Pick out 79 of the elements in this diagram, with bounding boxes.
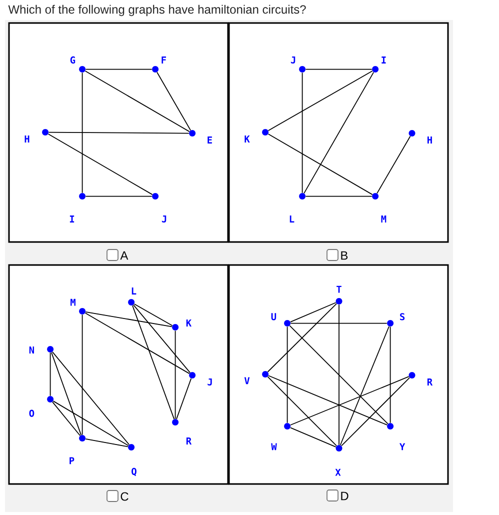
edge-line [156,72,192,131]
edge-line [82,314,83,436]
vertex-label: J [208,378,212,386]
edge-line [267,303,337,372]
option-label: B [341,251,348,260]
vertex-label: U [271,313,276,320]
vertex-label: K [244,136,250,142]
vertex-label: W [271,443,277,450]
edge-line [305,68,372,70]
edge-line [290,376,410,426]
graph-panel [8,264,229,485]
vertex-label: I [382,56,386,64]
edge-line [289,325,388,424]
vertex-label: H [427,136,432,144]
edge-line [376,136,411,194]
edge-line [341,377,410,446]
edge-line [290,322,388,324]
edge-line [48,132,190,134]
edge-line [267,376,338,446]
edge-line [338,304,340,446]
edge-line [51,352,82,436]
edge-line [305,196,372,197]
edge-line [290,427,336,448]
vertex-label: J [290,56,296,64]
vertex-label: X [335,468,341,476]
edge-line [52,352,130,446]
vertex-label: R [427,378,433,386]
edge-line [286,326,288,424]
vertex-label: I [70,216,74,222]
vertex-label: O [29,410,34,417]
vertex-label: J [162,215,166,223]
edge-line [340,326,390,446]
question-title: Which of the following graphs have hamiltonian circuits? [8,4,306,16]
edge-line [82,72,83,194]
edge-line [84,312,190,374]
graph-panel [228,22,449,243]
option-label: C [120,492,128,501]
edge-line [85,438,128,448]
vertex-label: S [400,313,405,320]
vertex-label: V [244,377,250,384]
vertex-label: E [208,136,212,144]
vertex-label: G [70,56,76,64]
vertex-label: R [186,438,192,444]
edge-line [85,68,152,70]
edge-line [268,375,388,426]
edge-line [134,304,173,326]
edge-line [50,352,51,396]
vertex-label: L [290,216,294,222]
graph-panel [8,22,229,243]
edge-line [290,302,336,322]
edge-line [133,304,191,374]
edge-line [268,134,373,196]
graph-panel [228,264,449,485]
edge-line [304,72,374,194]
edge-line [48,134,153,196]
vertex-label: M [70,298,76,306]
edge-line [85,196,152,197]
vertex-label: N [29,346,34,354]
edge-line [84,70,190,132]
edge-line [268,70,373,132]
edge-line [52,402,81,436]
vertex-label: T [336,286,342,293]
vertex-label: P [70,457,74,464]
edge-line [174,330,176,420]
edge-line [302,72,303,194]
edge-line [390,326,391,424]
vertex-label: M [381,216,386,222]
vertex-label: L [132,288,136,294]
vertex-label: Y [399,443,406,450]
vertex-label: H [24,136,30,142]
option-label: A [120,251,128,260]
edge-line [85,311,172,328]
vertex-label: Q [132,468,136,476]
edge-line [176,378,192,420]
edge-line [52,400,129,446]
edge-line [132,305,175,420]
option-label: D [341,492,348,500]
vertex-label: F [162,56,166,64]
vertex-label: K [186,320,192,326]
